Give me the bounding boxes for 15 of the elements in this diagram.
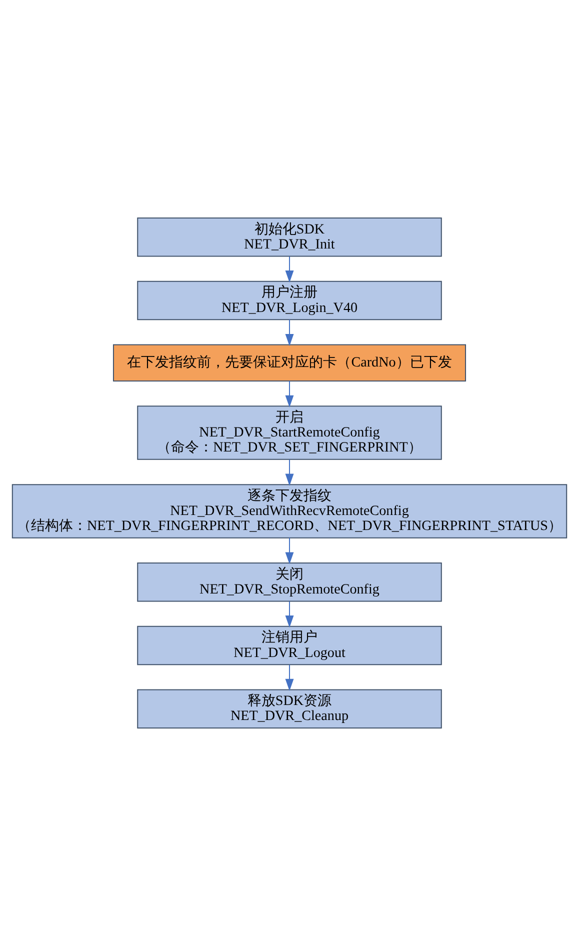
arrow: [285, 664, 294, 690]
arrow: [285, 537, 294, 564]
node-box: 关闭 NET_DVR_StopRemoteConfig: [137, 562, 442, 602]
node-box: 注销用户 NET_DVR_Logout: [137, 625, 442, 665]
node-box: 用户注册 NET_DVR_Login_V40: [137, 280, 442, 320]
node-box: 释放SDK资源 NET_DVR_Cleanup: [137, 688, 442, 728]
arrow: [285, 459, 294, 486]
node-box: 在下发指纹前，先要保证对应的卡（CardNo）已下发: [112, 344, 466, 381]
node-box: 逐条下发指纹 NET_DVR_SendWithRecvRemoteConfig （结构体：NET_DVR_FINGERPRINT_RECORD、NET_DVR_FINGERPRINT_STATUS）: [12, 484, 568, 538]
arrow: [285, 319, 294, 346]
node-box: 初始化SDK NET_DVR_Init: [137, 217, 442, 256]
node-box: 开启 NET_DVR_StartRemoteConfig （命令：NET_DVR_SET_FINGERPRINT）: [137, 405, 442, 460]
arrow: [285, 601, 294, 628]
arrow: [285, 256, 294, 282]
arrow: [285, 380, 294, 407]
